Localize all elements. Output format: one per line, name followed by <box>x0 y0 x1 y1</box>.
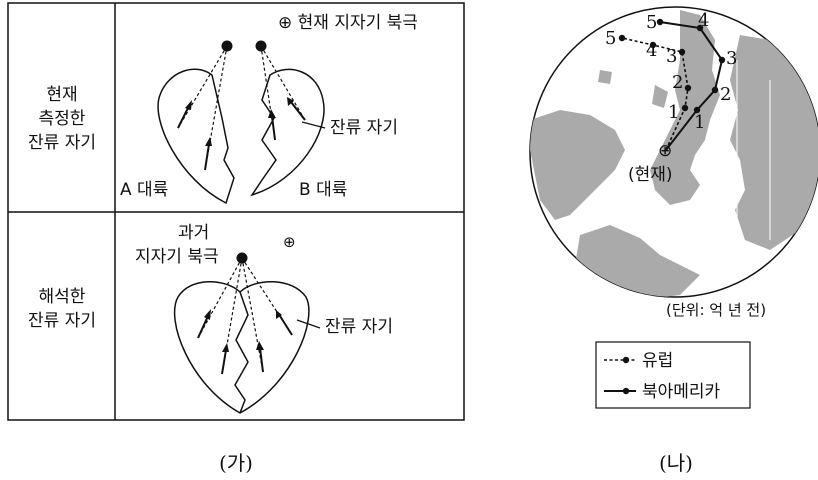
europe-label-5: 5 <box>605 28 616 49</box>
past-pole-label-line1: 과거 <box>178 223 209 243</box>
north-america-points <box>656 18 726 114</box>
europe-point-4 <box>649 41 657 49</box>
legend-europe-label: 유럽 <box>642 351 673 371</box>
na-label-1: 1 <box>694 112 705 133</box>
continent-a-label: A 대륙 <box>120 180 168 200</box>
row1-label-line1: 현재 <box>46 85 77 105</box>
europe-label-4: 4 <box>646 40 657 61</box>
continent-b-label: B 대륙 <box>299 180 347 200</box>
na-label-3: 3 <box>726 48 737 69</box>
row1-arrows <box>177 101 306 171</box>
na-point-5 <box>656 18 664 26</box>
island-1 <box>652 85 668 108</box>
row2-label-line2: 잔류 자기 <box>28 311 96 331</box>
europe-points <box>618 34 692 112</box>
caption-na: (나) <box>659 451 693 475</box>
europe-point-1 <box>681 104 689 112</box>
continent-boundary <box>234 291 249 414</box>
europe-label-1: 1 <box>668 102 679 123</box>
row1-arrowheads <box>185 97 294 146</box>
north-america-mass <box>530 110 625 220</box>
europe-path <box>621 37 689 151</box>
na-label-5: 5 <box>646 12 657 33</box>
na-label-2: 2 <box>720 84 731 105</box>
na-label-4: 4 <box>698 10 709 31</box>
remnant-leader-top <box>301 121 326 129</box>
present-label: (현재) <box>628 165 673 185</box>
island-2 <box>598 70 612 84</box>
europe-label-3: 3 <box>666 46 677 67</box>
europe-point-2 <box>684 84 692 92</box>
europe-point-5 <box>618 34 626 42</box>
europe-point-3 <box>678 48 686 56</box>
past-pole-label-line2: 지자기 북극 <box>135 247 219 267</box>
legend-box <box>595 341 751 409</box>
remnant-label-bottom: 잔류 자기 <box>325 317 393 337</box>
panel-ga: 현재 측정한 잔류 자기 해석한 잔류 자기 ⊕ 현재 지자기 북극 <box>7 2 465 475</box>
na-point-3 <box>718 56 726 64</box>
unit-note: (단위: 억 년 전) <box>666 301 766 319</box>
row2-label-line1: 해석한 <box>39 287 86 307</box>
na-point-1 <box>693 106 701 114</box>
current-pole-legend: ⊕ 현재 지자기 북극 <box>278 13 418 33</box>
row2-field-lines <box>197 257 293 375</box>
panel-na: 1 2 3 4 5 1 2 3 4 5 ⊕ (현재) (단위: 억 년 전) 유… <box>529 6 818 475</box>
current-pole-symbol-row2: ⊕ <box>283 233 296 251</box>
row1-label-line3: 잔류 자기 <box>28 133 96 153</box>
europe-label-2: 2 <box>672 72 683 93</box>
row1-label-line2: 측정한 <box>39 109 86 129</box>
legend: 유럽 북아메리카 <box>595 341 751 409</box>
row2-arrowheads <box>204 309 282 352</box>
legend-na-label: 북아메리카 <box>642 382 721 402</box>
north-america-path <box>659 21 724 151</box>
row2-arrows <box>197 315 293 375</box>
legend-europe-dot <box>622 356 630 364</box>
continent-b-shape <box>250 68 325 197</box>
remnant-leader-bottom <box>296 319 321 329</box>
legend-na-dot <box>622 387 630 395</box>
joined-continents-shape <box>173 280 310 414</box>
present-pole-symbol: ⊕ <box>658 141 672 161</box>
na-point-2 <box>711 86 719 94</box>
caption-ga: (가) <box>219 451 253 475</box>
remnant-label-top: 잔류 자기 <box>330 118 398 138</box>
na-point-4 <box>696 24 704 32</box>
continent-a-shape <box>157 68 235 205</box>
eurasia-mass <box>730 35 818 250</box>
